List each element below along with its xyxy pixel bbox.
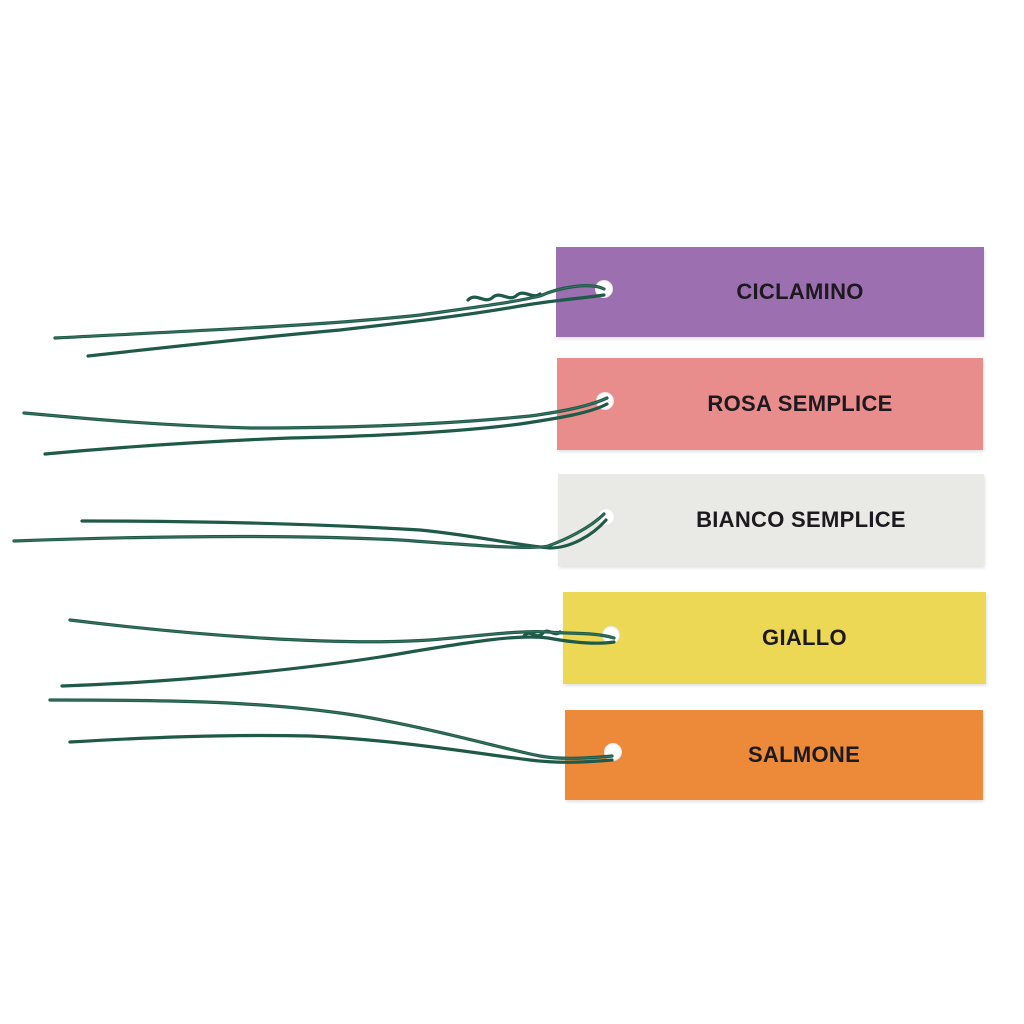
tag-bianco-semplice: BIANCO SEMPLICE	[558, 474, 984, 566]
tag-label: GIALLO	[762, 625, 847, 650]
twist-tie	[22, 396, 609, 456]
tag-label: BIANCO SEMPLICE	[696, 507, 906, 532]
tag-hole	[602, 626, 620, 644]
tag-rosa-semplice: ROSA SEMPLICE	[557, 358, 983, 450]
twist-tie	[48, 698, 614, 764]
twist-tie	[60, 618, 616, 688]
tag-ciclamino: CICLAMINO	[556, 247, 984, 337]
twist-tie	[53, 284, 606, 358]
tag-label: ROSA SEMPLICE	[707, 391, 893, 416]
tag-label: CICLAMINO	[736, 279, 864, 304]
tag-hole	[597, 508, 615, 526]
tag-giallo: GIALLO	[563, 592, 986, 684]
tag-label: SALMONE	[747, 742, 861, 767]
twist-tie	[12, 512, 608, 550]
tag-salmone: SALMONE	[565, 710, 983, 800]
